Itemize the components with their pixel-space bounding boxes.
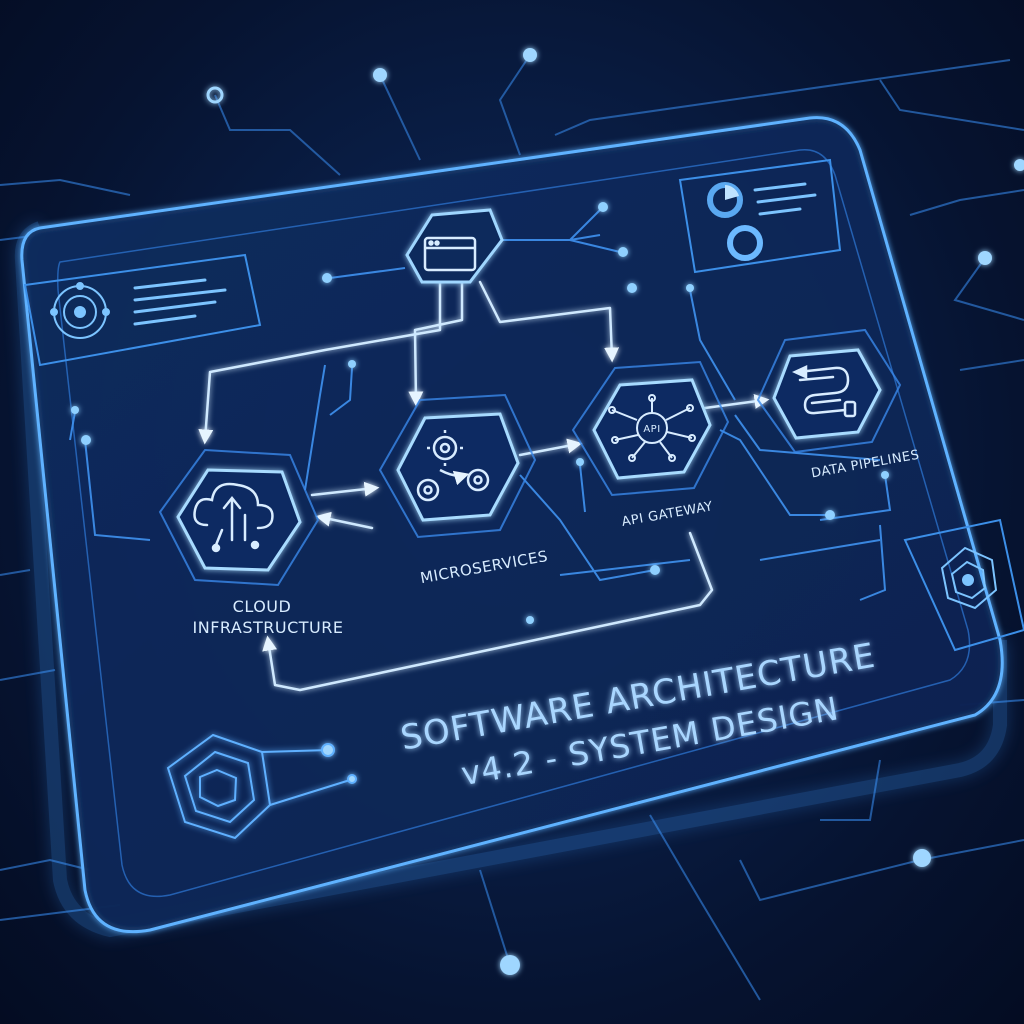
main-panel: [14, 116, 1007, 938]
browser-window-icon: [423, 236, 477, 272]
cloud-infrastructure-node[interactable]: CLOUD INFRASTRUCTURE: [158, 448, 344, 637]
api-gateway-node[interactable]: API API GATEWAY: [571, 360, 730, 530]
panel-traces: [69, 209, 892, 601]
pipeline-icon: [791, 365, 857, 418]
panel-nodes: [71, 202, 889, 624]
text-lines-icon: [133, 278, 227, 326]
hex-core-icon: [940, 546, 998, 610]
cloud-label-line2: INFRASTRUCTURE: [193, 618, 344, 637]
orbit-icon: [50, 282, 110, 339]
pie-chart-icon: [707, 182, 743, 218]
cube-icon: [166, 733, 357, 840]
info-box-top-left: [23, 253, 262, 367]
cloud-upload-icon: [193, 482, 274, 553]
api-badge: API: [643, 424, 660, 435]
api-hub-icon: [608, 394, 696, 462]
info-box-top-right: [678, 158, 842, 274]
info-box-bottom-right: [903, 518, 1024, 652]
browser-node[interactable]: [405, 208, 504, 284]
chart-text-lines-icon: [753, 182, 817, 216]
cloud-label-line1: CLOUD: [233, 597, 292, 616]
gears-icon: [416, 430, 490, 502]
background-nodes: [206, 48, 1024, 975]
connections: [198, 276, 770, 692]
donut-chart-icon: [727, 225, 763, 261]
